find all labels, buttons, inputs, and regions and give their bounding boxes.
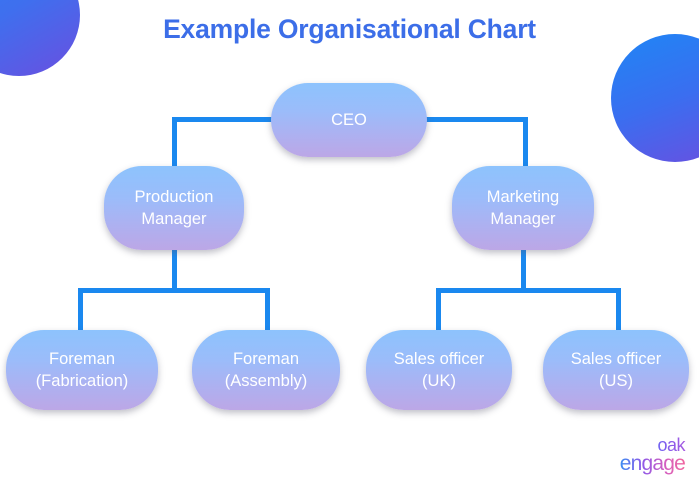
node-foreman-fabrication[interactable]: Foreman (Fabrication): [6, 330, 158, 410]
node-foreman-fabrication-label: Foreman (Fabrication): [35, 349, 129, 390]
decorative-circle-right: [611, 34, 699, 162]
logo-text-engage: engage: [620, 452, 685, 475]
logo-text-oak: oak: [657, 435, 686, 455]
connector-ceo-right-horizontal: [418, 117, 528, 122]
connector-to-sales-officer-uk: [436, 288, 441, 332]
node-foreman-assembly-label: Foreman (Assembly): [224, 349, 308, 390]
node-foreman-assembly[interactable]: Foreman (Assembly): [192, 330, 340, 410]
connector-to-sales-officer-us: [616, 288, 621, 332]
connector-production-drop: [172, 245, 177, 291]
connector-ceo-to-production-vertical: [172, 117, 177, 175]
oak-engage-logo: oak engage: [587, 433, 687, 477]
node-marketing-manager-label: Marketing Manager: [486, 187, 560, 228]
connector-ceo-left-horizontal: [172, 117, 282, 122]
connector-production-bus: [78, 288, 270, 293]
node-sales-officer-uk-label: Sales officer (UK): [393, 349, 485, 390]
connector-to-foreman-assembly: [265, 288, 270, 332]
connector-marketing-bus: [436, 288, 621, 293]
node-marketing-manager[interactable]: Marketing Manager: [452, 166, 594, 250]
node-sales-officer-us-label: Sales officer (US): [570, 349, 662, 390]
node-ceo-label: CEO: [331, 110, 367, 129]
node-production-manager-label: Production Manager: [134, 187, 214, 228]
connector-ceo-to-marketing-vertical: [523, 117, 528, 175]
node-sales-officer-uk[interactable]: Sales officer (UK): [366, 330, 512, 410]
node-sales-officer-us[interactable]: Sales officer (US): [543, 330, 689, 410]
node-production-manager[interactable]: Production Manager: [104, 166, 244, 250]
node-ceo[interactable]: CEO: [271, 83, 427, 157]
page-title: Example Organisational Chart: [163, 14, 536, 44]
connector-to-foreman-fabrication: [78, 288, 83, 332]
connector-marketing-drop: [521, 245, 526, 291]
